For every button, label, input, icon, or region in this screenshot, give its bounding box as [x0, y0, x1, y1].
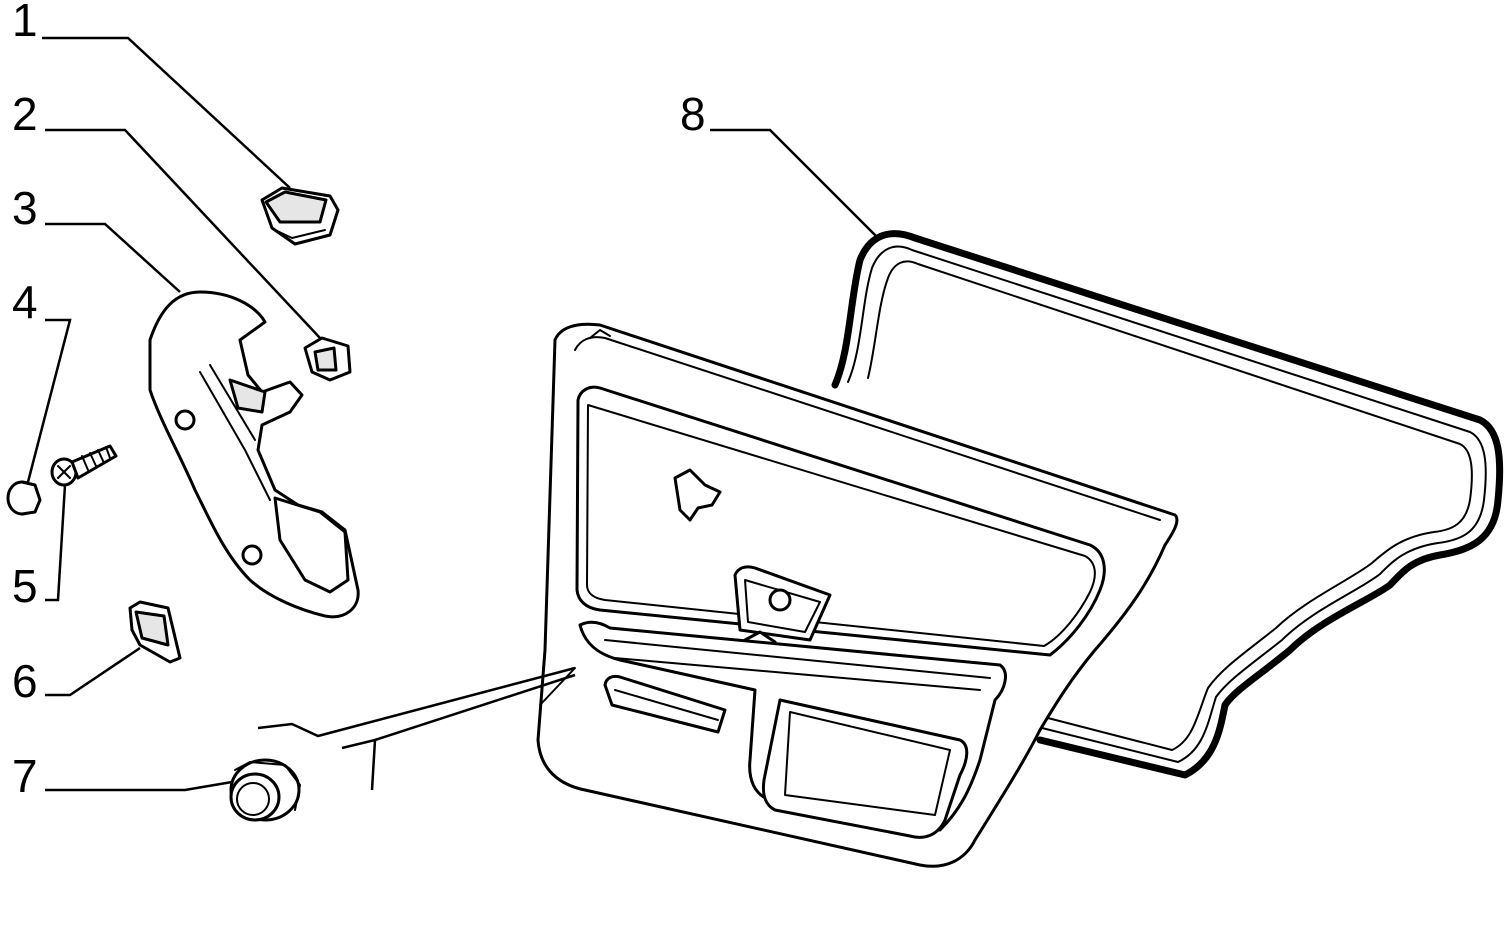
leader-2: [45, 128, 321, 339]
callout-5: 5: [12, 560, 38, 612]
leader-5: [45, 484, 67, 602]
part-2-clip: [303, 336, 352, 382]
leader-lines: [26, 36, 881, 792]
leader-6: [45, 646, 141, 697]
callout-7: 7: [12, 750, 38, 802]
panel-cable: [257, 666, 576, 791]
part-8-door-seal: [831, 230, 1504, 779]
part-3-handle-bezel: [148, 290, 360, 619]
leader-7: [45, 780, 233, 792]
callout-8: 8: [680, 88, 706, 140]
callout-6: 6: [12, 655, 38, 707]
callout-2: 2: [12, 88, 38, 140]
part-6-clip: [128, 600, 182, 664]
leader-8: [710, 128, 881, 241]
part-4-push-plug: [6, 480, 42, 516]
callout-4: 4: [12, 276, 38, 328]
part-7-grommet: [229, 758, 301, 822]
part-5-screw: [50, 444, 118, 487]
callout-1: 1: [12, 0, 38, 46]
callout-3: 3: [12, 182, 38, 234]
door-trim-panel: [536, 322, 1179, 868]
callout-labels: 1 2 3 4 5 6 7 8: [12, 0, 706, 802]
leader-3: [45, 222, 181, 293]
leader-4: [26, 318, 72, 483]
part-1-square-cap: [260, 186, 340, 246]
leader-1: [42, 36, 291, 189]
